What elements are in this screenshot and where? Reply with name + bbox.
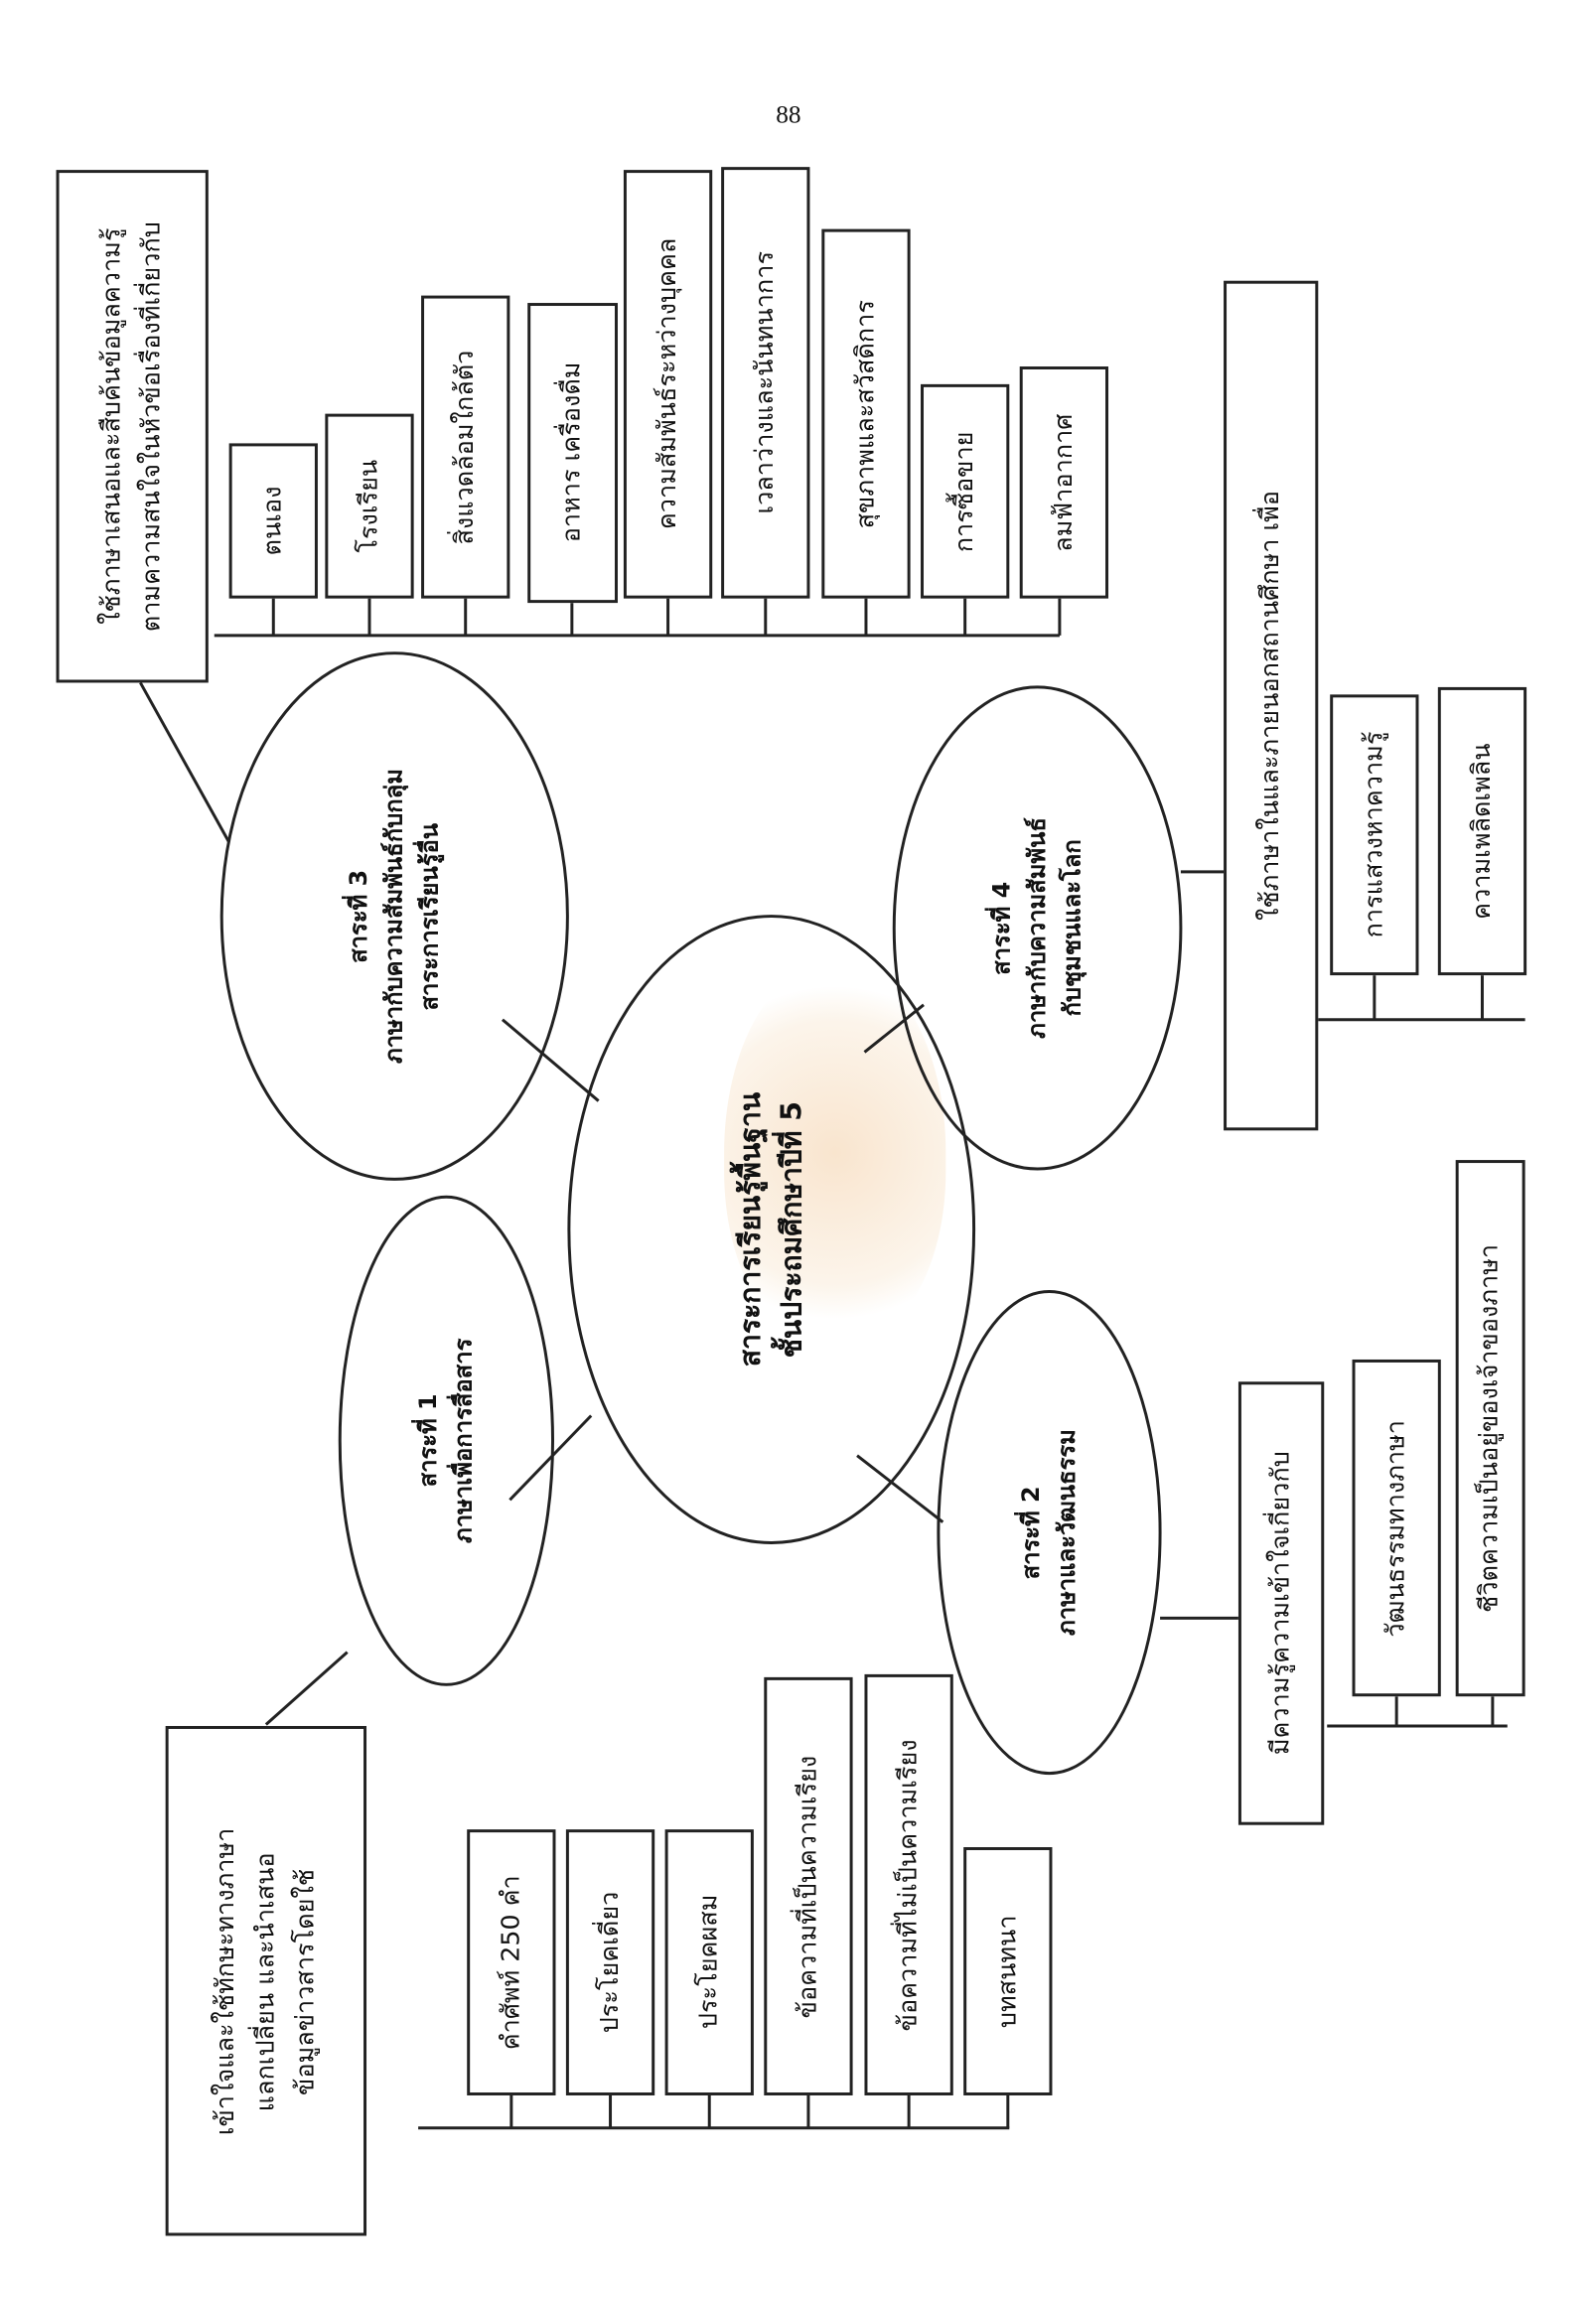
- strand1-description-box: เข้าใจและใช้ทักษะทางภาษาแลกเปลี่ยน และนำ…: [165, 1725, 367, 2236]
- strand3-topic-box: การซื้อขาย: [921, 383, 1010, 599]
- ellipse-strand1: [338, 1195, 555, 1686]
- strand3-topic-box: ลมฟ้าอากาศ: [1019, 366, 1108, 599]
- strand3-topic-box: เวลาว่างและนันทนาการ: [721, 167, 810, 599]
- strand2-topic-box: ชีวิตความเป็นอยู่ของเจ้าของภาษา: [1455, 1160, 1525, 1697]
- page-number: 88: [776, 100, 801, 129]
- strand2-description-box: มีความรู้ความเข้าใจเกี่ยวกับ: [1237, 1381, 1325, 1825]
- strand1-topic-box: ข้อความที่ไม่เป็นความเรียง: [864, 1673, 953, 2095]
- strand1-topic-box: บทสนทนา: [963, 1847, 1053, 2095]
- strand4-description-box: ใช้ภาษาในและภายนอกสถานศึกษา เพื่อ: [1224, 280, 1319, 1131]
- strand4-topic-box: ความเพลิดเพลิน: [1437, 686, 1527, 976]
- strand3-topic-box: ความสัมพันธ์ระหว่างบุคคล: [623, 170, 713, 599]
- strand1-topic-box: ข้อความที่เป็นความเรียง: [764, 1676, 853, 2095]
- strand3-topic-box: อาหาร เครื่องดื่ม: [527, 303, 618, 604]
- strand3-topic-box: โรงเรียน: [325, 413, 414, 599]
- strand3-topic-box: สิ่งแวดล้อมใกล้ตัว: [421, 295, 510, 599]
- strand1-topic-box: คำศัพท์ 250 คำ: [467, 1829, 556, 2095]
- strand1-topic-box: ประโยคเดี่ยว: [565, 1829, 655, 2095]
- ellipse-strand4: [892, 685, 1183, 1171]
- strand3-topic-box: ตนเอง: [228, 443, 318, 599]
- ellipse-strand2: [937, 1290, 1162, 1776]
- strand2-topic-box: วัฒนธรรมทางภาษา: [1352, 1359, 1441, 1697]
- strand3-topic-box: สุขภาพและสวัสดิการ: [821, 228, 911, 599]
- watermark-emblem: [724, 960, 946, 1346]
- strand1-topic-box: ประโยคผสม: [664, 1829, 754, 2095]
- strand3-description-box: ใช้ภาษาเสนอและสืบค้นข้อมูลความรู้ตามความ…: [56, 170, 209, 683]
- ellipse-center: [567, 915, 976, 1544]
- strand4-topic-box: การแสวงหาความรู้: [1330, 694, 1419, 976]
- ellipse-strand3: [219, 651, 569, 1181]
- center-label: สาระการเรียนรู้พื้นฐานชั้นประถมศึกษาปีที…: [734, 1091, 808, 1367]
